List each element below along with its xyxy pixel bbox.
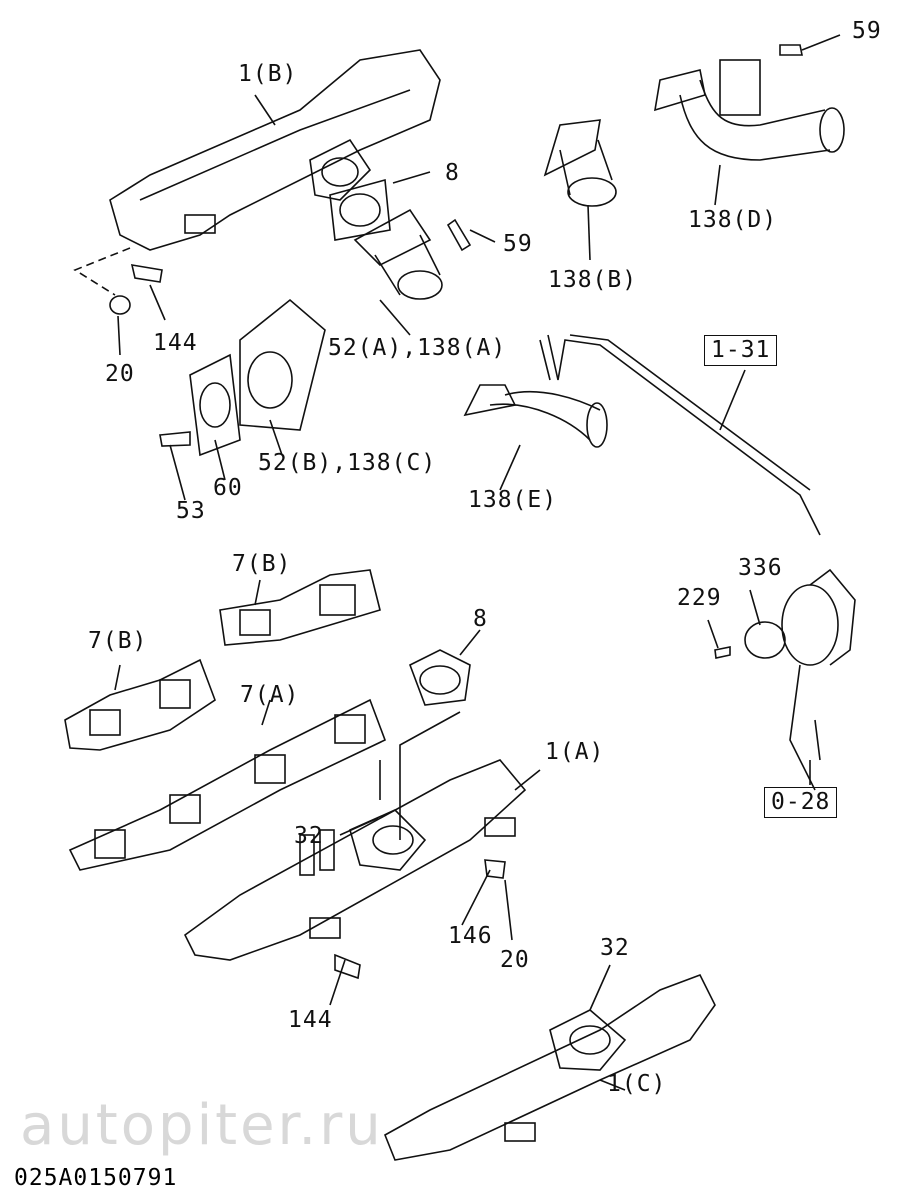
callout-138e: 138(E) <box>468 487 558 513</box>
callout-7a: 7(A) <box>240 682 300 708</box>
callout-7b: 7(B) <box>232 551 292 577</box>
gaskets-7 <box>64 569 387 871</box>
watermark: autopiter.ru <box>20 1093 384 1158</box>
callout-59: 59 <box>852 18 882 44</box>
manifold-1a <box>183 759 541 1006</box>
leaders <box>117 94 496 356</box>
callout-59: 59 <box>503 231 533 257</box>
tube-1-31 <box>539 334 821 536</box>
callout-144: 144 <box>153 330 198 356</box>
callout-52b-138c: 52(B),138(C) <box>258 450 437 476</box>
callout-32: 32 <box>294 823 324 849</box>
callout-336: 336 <box>738 555 783 581</box>
valve-assembly <box>707 568 856 791</box>
callout-7b: 7(B) <box>88 628 148 654</box>
manifold-1b <box>109 49 441 251</box>
nut-20 <box>109 295 131 315</box>
callout-8: 8 <box>445 160 460 186</box>
pipe-138b <box>543 119 617 261</box>
callout-32: 32 <box>600 935 630 961</box>
elbow-52a <box>353 208 472 336</box>
callout-229: 229 <box>677 585 722 611</box>
pipe-138d <box>653 34 845 206</box>
callout-20: 20 <box>105 361 135 387</box>
gasket-8b <box>408 649 471 706</box>
callout-53: 53 <box>176 498 206 524</box>
callout-138d: 138(D) <box>688 207 778 233</box>
callout-1c: 1(C) <box>607 1071 667 1097</box>
callout-20: 20 <box>500 947 530 973</box>
callout-8: 8 <box>473 606 488 632</box>
callout-144: 144 <box>288 1007 333 1033</box>
gasket-8 <box>329 178 391 241</box>
reference-1-31[interactable]: 1-31 <box>704 335 778 366</box>
drawing-code: 025A0150791 <box>14 1165 178 1191</box>
callout-1b: 1(B) <box>238 61 298 87</box>
callout-1a: 1(A) <box>545 739 605 765</box>
manifold-1c <box>383 964 716 1161</box>
leader <box>73 247 131 296</box>
reference-0-28[interactable]: 0-28 <box>764 787 838 818</box>
callout-52a-138a: 52(A),138(A) <box>328 335 507 361</box>
callout-60: 60 <box>213 475 243 501</box>
bolt-144 <box>130 264 163 283</box>
flange-52b <box>159 298 326 501</box>
callout-138b: 138(B) <box>548 267 638 293</box>
pipe-138e <box>463 384 608 491</box>
callout-146: 146 <box>448 923 493 949</box>
fasteners <box>334 859 506 980</box>
